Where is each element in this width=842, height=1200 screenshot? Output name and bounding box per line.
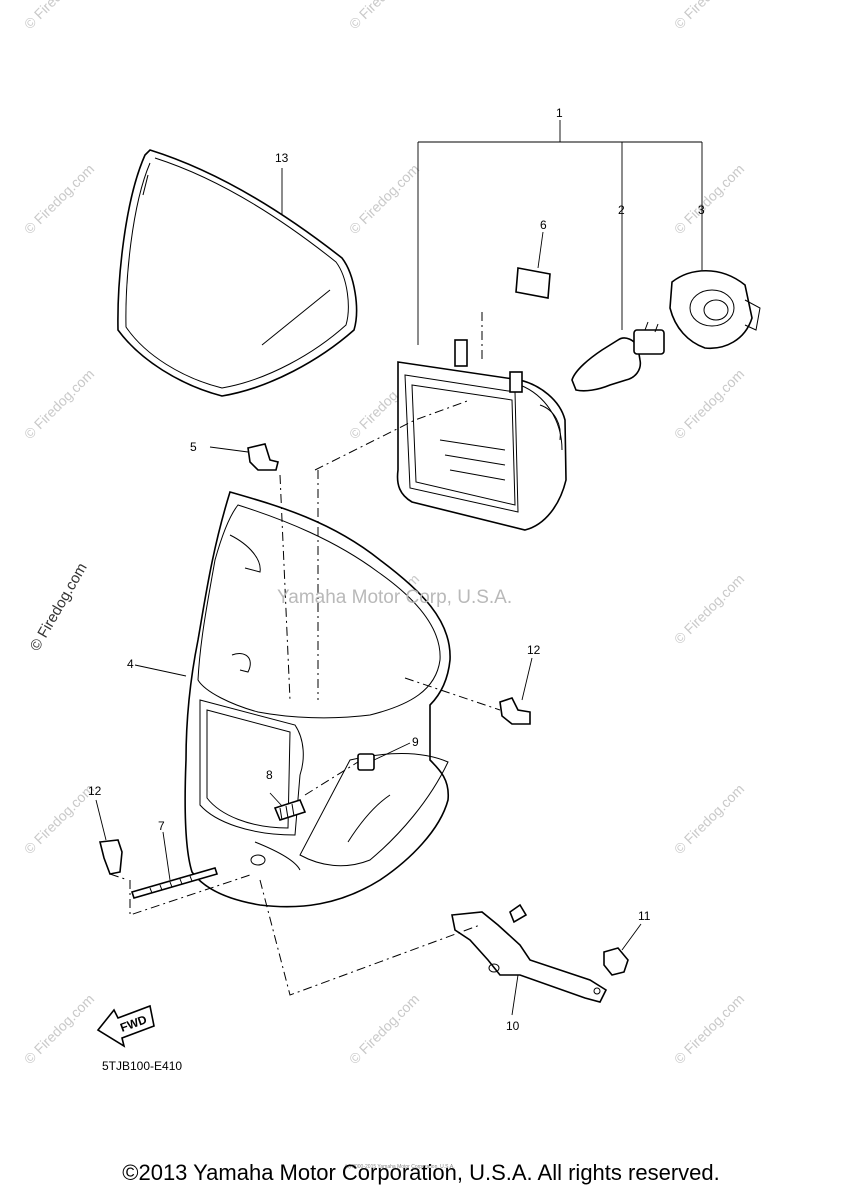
watermark: © Firedog.com [346,0,422,32]
callout-10: 10 [506,1019,520,1033]
long-bolt [130,867,219,899]
callout-7: 7 [158,819,165,833]
callouts: 1 2 3 4 5 6 7 8 9 10 11 12 12 13 [88,106,705,1033]
callout-12-right: 12 [527,643,541,657]
assembly-lines [109,312,501,996]
mounting-bracket [451,903,608,1003]
callout-6: 6 [540,218,547,232]
watermark: © Firedog.com [346,991,422,1067]
watermark: © Firedog.com [21,161,97,237]
bulb [571,321,665,392]
visor-part [117,149,358,397]
side-watermark: © Firedog.com [27,560,91,654]
bolt-12-right [499,697,531,725]
fwd-arrow-icon: FWD [96,1004,155,1048]
bolt-5 [247,443,279,471]
callout-11: 11 [638,909,651,923]
bulb-cover [669,269,761,350]
small-print: (c) 2000-2015 Yamaha Motor Corporation, … [345,1164,455,1170]
bolt-11 [603,947,629,976]
grommet [273,799,307,821]
watermark: © Firedog.com [671,991,747,1067]
callout-1: 1 [556,106,563,120]
watermark: © Firedog.com [671,366,747,442]
callout-12-left: 12 [88,784,102,798]
label-sticker [515,267,551,299]
callout-5: 5 [190,440,197,454]
diagram-code: 5TJB100-E410 [102,1059,182,1073]
watermark: © Firedog.com [21,991,97,1067]
watermark: © Firedog.com [671,781,747,857]
center-watermark: Yamaha Motor Corp, U.S.A. [277,587,512,608]
watermark: © Firedog.com [21,366,97,442]
watermark: © Firedog.com [21,781,97,857]
callout-9: 9 [412,735,419,749]
callout-2: 2 [618,203,625,217]
bolt-12-left [99,839,123,875]
watermark: © Firedog.com [671,161,747,237]
watermark: © Firedog.com [671,0,747,32]
watermark: © Firedog.com [671,571,747,647]
callout-3: 3 [698,203,705,217]
watermark: © Firedog.com [346,161,422,237]
copyright-footer: ©2013 Yamaha Motor Corporation, U.S.A. A… [122,1160,720,1185]
callout-4: 4 [127,657,134,671]
callout-8: 8 [266,768,273,782]
headlight-unit [396,339,567,531]
clip-part [357,753,375,771]
callout-13: 13 [275,151,289,165]
leader-lines [95,120,703,1016]
watermark: © Firedog.com [21,0,97,32]
